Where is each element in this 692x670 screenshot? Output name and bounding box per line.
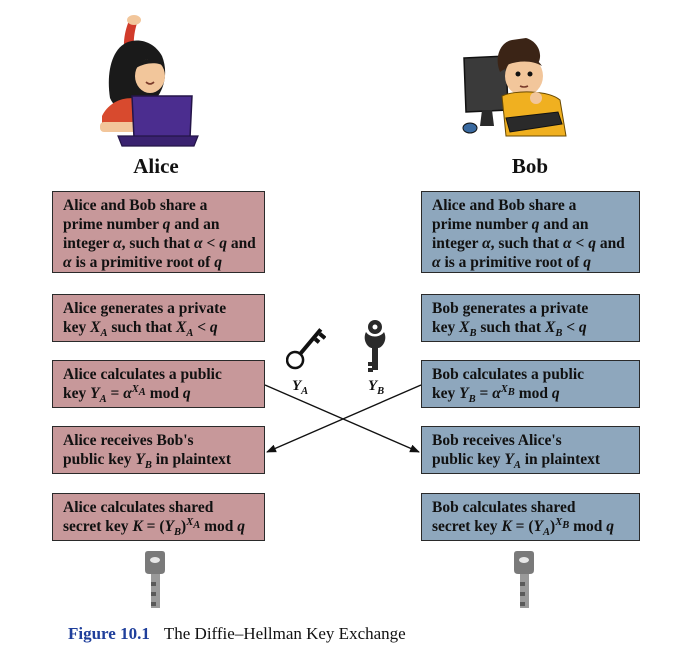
bob-step-private-key: Bob generates a private key XB such that…: [421, 294, 640, 342]
box-line: secret key K = (YA)XB mod q: [432, 516, 615, 539]
box-line: key YA = αXA mod q: [63, 383, 191, 406]
box-line: Bob calculates shared: [432, 499, 576, 516]
bob-step-shared-parameters: Alice and Bob share a prime number q and…: [421, 191, 640, 273]
box-line: Alice and Bob share a: [63, 197, 208, 214]
box-line: Bob receives Alice's: [432, 432, 562, 449]
figure-caption: Figure 10.1 The Diffie–Hellman Key Exchan…: [68, 624, 406, 644]
key-icon: [286, 328, 326, 370]
box-line: key YB = αXB mod q: [432, 383, 560, 406]
bob-shared-key-icon: [514, 551, 534, 608]
figure-title: The Diffie–Hellman Key Exchange: [163, 624, 406, 643]
alice-step-shared-parameters: Alice and Bob share a prime number q and…: [52, 191, 265, 273]
box-line: Alice calculates shared: [63, 499, 214, 516]
alice-shared-key-icon: [145, 551, 165, 608]
box-line: Alice and Bob share a: [432, 197, 577, 214]
box-line: α is a primitive root of q: [432, 254, 591, 271]
box-line: public key YA in plaintext: [432, 451, 601, 472]
box-line: prime number q and an: [432, 216, 589, 233]
alice-illustration: [100, 15, 199, 147]
box-line: key XA such that XA < q: [63, 319, 218, 340]
box-line: α is a primitive root of q: [63, 254, 222, 271]
box-line: Alice calculates a public: [63, 366, 222, 383]
box-line: integer α, such that α < q and: [432, 235, 625, 252]
bob-illustration: [462, 38, 567, 137]
skeleton-key-icon: [364, 320, 386, 372]
alice-step-receive-key: Alice receives Bob's public key YB in pl…: [52, 426, 265, 474]
alice-name: Alice: [133, 154, 179, 178]
box-line: Alice receives Bob's: [63, 432, 194, 449]
box-line: prime number q and an: [63, 216, 220, 233]
box-line: Bob calculates a public: [432, 366, 585, 383]
box-line: Bob generates a private: [432, 300, 589, 317]
bob-name: Bob: [511, 154, 549, 178]
box-line: key XB such that XB < q: [432, 319, 587, 340]
key-label-b: YB: [368, 378, 385, 397]
box-line: Alice generates a private: [63, 300, 227, 317]
box-line: secret key K = (YB)XA mod q: [63, 516, 246, 539]
box-line: public key YB in plaintext: [63, 451, 232, 472]
box-line: integer α, such that α < q and: [63, 235, 256, 252]
arrow-alice-to-bob: [264, 384, 420, 453]
bob-step-receive-key: Bob receives Alice's public key YA in pl…: [421, 426, 640, 474]
bob-step-shared-secret: Bob calculates shared secret key K = (YA…: [421, 493, 640, 541]
alice-step-public-key: Alice calculates a public key YA = αXA m…: [52, 360, 265, 408]
alice-step-private-key: Alice generates a private key XA such th…: [52, 294, 265, 342]
arrow-bob-to-alice: [266, 384, 422, 453]
bob-step-public-key: Bob calculates a public key YB = αXB mod…: [421, 360, 640, 408]
figure-label: Figure 10.1: [68, 624, 150, 643]
alice-step-shared-secret: Alice calculates shared secret key K = (…: [52, 493, 265, 541]
key-label-a: YA: [292, 378, 309, 397]
